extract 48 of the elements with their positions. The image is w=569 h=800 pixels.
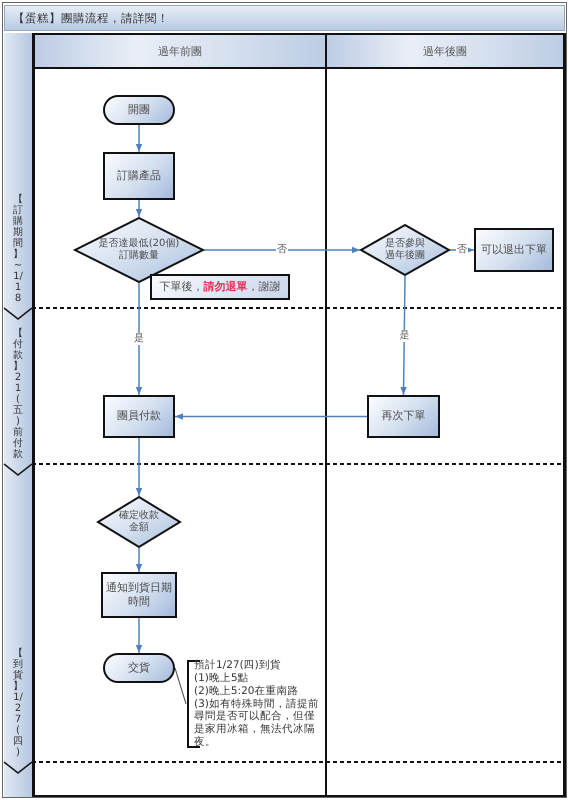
lane-title: 過年前團 xyxy=(158,44,202,58)
title-text: 【蛋糕】團購流程，請詳閱！ xyxy=(13,10,169,26)
note-text: 下單後，請勿退單，謝謝 xyxy=(160,280,280,294)
process-box xyxy=(474,228,554,272)
node-label: 再次下單 xyxy=(382,409,426,424)
node-label: 交貨 xyxy=(128,660,150,676)
swimlane-column xyxy=(327,33,566,797)
node-label: 通知到貨日期時間 xyxy=(105,580,173,610)
decision-diamond xyxy=(97,496,181,548)
note-text: 預計1/27(四)到貨 xyxy=(194,659,281,672)
terminal-shape xyxy=(103,653,175,683)
arrow xyxy=(136,125,142,152)
edge-label: 否 xyxy=(456,244,468,256)
process-box xyxy=(367,395,440,438)
edge-label: 否 xyxy=(276,244,288,256)
arrow xyxy=(136,438,142,496)
note-text: (1)晚上5點 xyxy=(194,672,249,685)
process-box xyxy=(101,572,177,618)
phase-label: 【付款】21(五)前付款 xyxy=(13,328,23,460)
decision-diamond xyxy=(360,224,450,276)
arrow xyxy=(136,283,142,395)
node-label: 可以退出下單 xyxy=(481,242,547,258)
lane-title: 過年後團 xyxy=(423,44,467,58)
note-text: (3)如有特殊時間，請提前尋問是否可以配合，但僅是家用冰箱，無法代冰隔夜。 xyxy=(194,698,320,749)
process-box xyxy=(103,395,175,438)
edge-label: 是 xyxy=(398,330,410,342)
arrow xyxy=(400,276,407,396)
note-box xyxy=(150,274,290,300)
arrow xyxy=(450,246,474,254)
arrow xyxy=(204,246,360,254)
edge-label: 是 xyxy=(133,333,145,345)
swimlane-column xyxy=(32,33,327,797)
arrow xyxy=(136,548,142,572)
arrow xyxy=(136,618,142,653)
node-label: 訂購產品 xyxy=(117,168,161,184)
arrow xyxy=(175,413,367,420)
node-label: 是否達最低(20個)訂購數量 xyxy=(98,238,180,262)
node-label: 開團 xyxy=(128,102,150,118)
leader-line xyxy=(174,668,186,704)
arrow xyxy=(136,200,142,217)
phase-label: 【到貨】1/27(四) xyxy=(13,648,23,758)
note-text: (2)晚上5:20在重南路 xyxy=(194,684,298,698)
node-label: 是否參與過年後團 xyxy=(384,238,426,262)
terminal-shape xyxy=(103,95,175,125)
node-label: 確定收款金額 xyxy=(118,510,160,534)
node-label: 團員付款 xyxy=(117,409,161,424)
process-box xyxy=(103,152,175,200)
phase-label: 【訂購期間】~1/18 xyxy=(13,194,23,304)
